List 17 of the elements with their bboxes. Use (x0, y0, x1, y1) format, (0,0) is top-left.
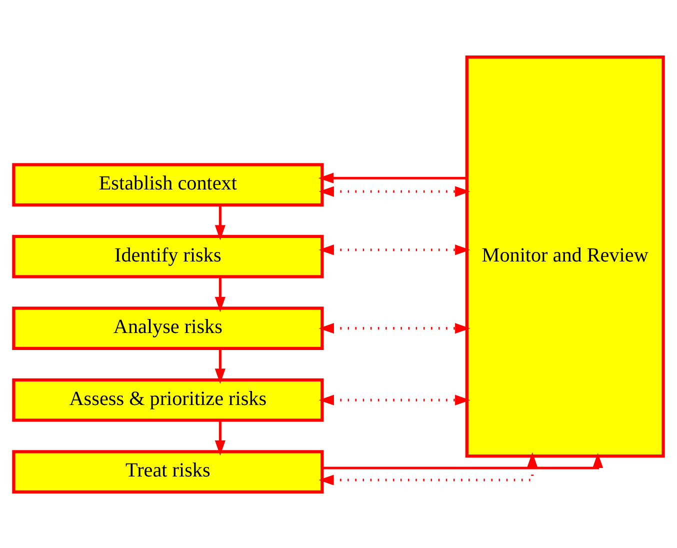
arrow (318, 452, 538, 485)
node-box: Establish context (12, 162, 324, 206)
node-box: Treat risks (12, 450, 324, 494)
arrow (318, 186, 470, 196)
node-box: Analyse risks (12, 306, 324, 350)
node-box: Monitor and Review (465, 54, 665, 458)
node-box: Assess & prioritize risks (12, 378, 324, 422)
arrow (318, 394, 470, 405)
arrow (318, 244, 470, 255)
arrow (214, 276, 226, 312)
arrow (318, 322, 470, 334)
node-box: Identify risks (12, 234, 324, 278)
arrow (214, 204, 226, 240)
arrow (322, 452, 604, 469)
arrow (214, 420, 226, 455)
arrow (214, 348, 226, 384)
arrow (318, 172, 466, 183)
